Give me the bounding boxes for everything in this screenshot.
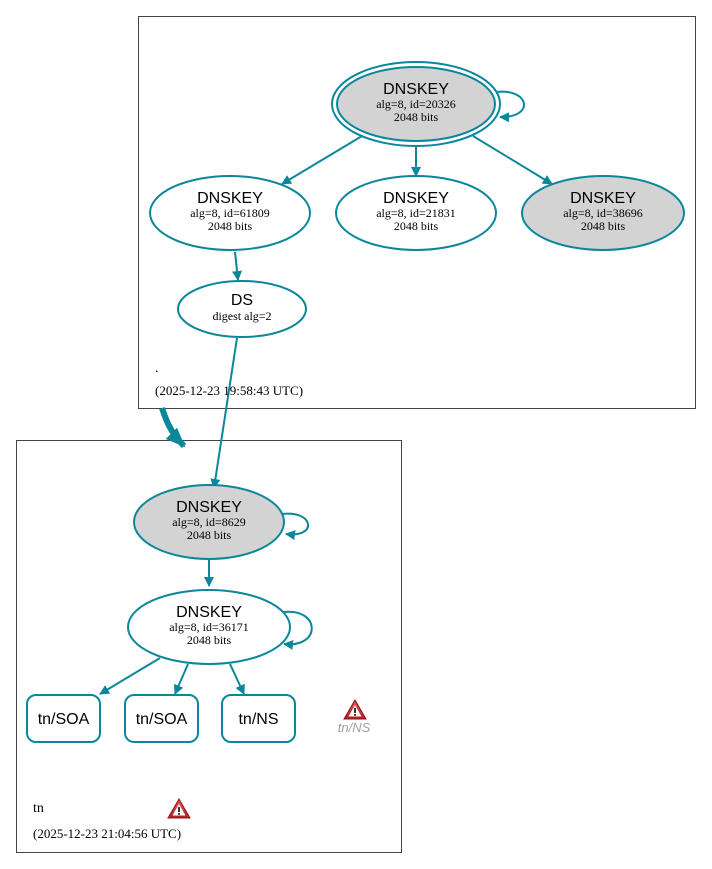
zone-box-root [138,16,696,409]
node-title: DNSKEY [176,604,242,621]
node-detail: 2048 bits [394,110,439,124]
node-detail: 2048 bits [581,219,626,233]
edge-tn-ksk-self-loop [281,512,309,541]
edge-zsk-to-soa-1 [99,657,161,695]
rrset-label: tn/SOA [38,711,90,728]
node-root-ksk-20326[interactable]: DNSKEY alg=8, id=20326 2048 bits [331,61,501,147]
node-title: DNSKEY [570,190,636,207]
rrset-label: tn/NS [338,720,371,735]
node-detail: alg=8, id=36171 [169,620,249,634]
edge-ds-to-tn-ksk [210,337,238,489]
node-detail: 2048 bits [187,528,232,542]
zone-timestamp-tn: (2025-12-23 21:04:56 UTC) [33,826,181,841]
zone-name-tn: tn [33,801,44,816]
node-detail: 2048 bits [187,633,232,647]
node-ds[interactable]: DS digest alg=2 [177,280,307,338]
edge-zsk-to-soa-2 [173,663,189,695]
node-detail: alg=8, id=61809 [190,206,270,220]
node-title: DNSKEY [383,81,449,98]
node-title: DS [231,292,253,309]
node-title: DNSKEY [197,190,263,207]
node-title: DNSKEY [383,190,449,207]
node-tn-dnskey-36171[interactable]: DNSKEY alg=8, id=36171 2048 bits [127,589,291,665]
node-detail: 2048 bits [208,219,253,233]
node-detail: 2048 bits [394,219,439,233]
rrset-tn-ns[interactable]: tn/NS [221,694,296,743]
node-detail: digest alg=2 [212,309,271,323]
zone-box-tn [16,440,402,853]
zone-name-root: . [155,361,159,376]
node-root-dnskey-61809[interactable]: DNSKEY alg=8, id=61809 2048 bits [149,175,311,251]
rrset-label: tn/NS [238,711,278,728]
node-tn-ksk-8629[interactable]: DNSKEY alg=8, id=8629 2048 bits [133,484,285,560]
edge-ksk-to-38696 [472,135,553,185]
node-detail: alg=8, id=38696 [563,206,643,220]
edge-zsk-to-ns [229,663,245,695]
node-root-dnskey-21831[interactable]: DNSKEY alg=8, id=21831 2048 bits [335,175,497,251]
rrset-tn-ns-warning[interactable]: tn/NS [338,699,371,735]
delegation-arrow [159,407,187,449]
node-detail: alg=8, id=8629 [172,515,246,529]
node-detail: alg=8, id=21831 [376,206,456,220]
rrset-tn-soa-1[interactable]: tn/SOA [26,694,101,743]
node-title: DNSKEY [176,499,242,516]
zone-timestamp-root: (2025-12-23 19:58:43 UTC) [155,383,303,398]
edge-61809-to-ds [232,251,243,281]
warning-triangle-icon [343,699,367,720]
edge-ksk-self-loop [495,90,525,123]
rrset-label: tn/SOA [136,711,188,728]
node-root-dnskey-38696[interactable]: DNSKEY alg=8, id=38696 2048 bits [521,175,685,251]
edge-tn-zsk-self-loop [283,610,313,650]
node-detail: alg=8, id=20326 [376,97,456,111]
rrset-tn-soa-2[interactable]: tn/SOA [124,694,199,743]
warning-triangle-icon [167,798,191,819]
edge-ksk-to-61809 [281,135,363,185]
